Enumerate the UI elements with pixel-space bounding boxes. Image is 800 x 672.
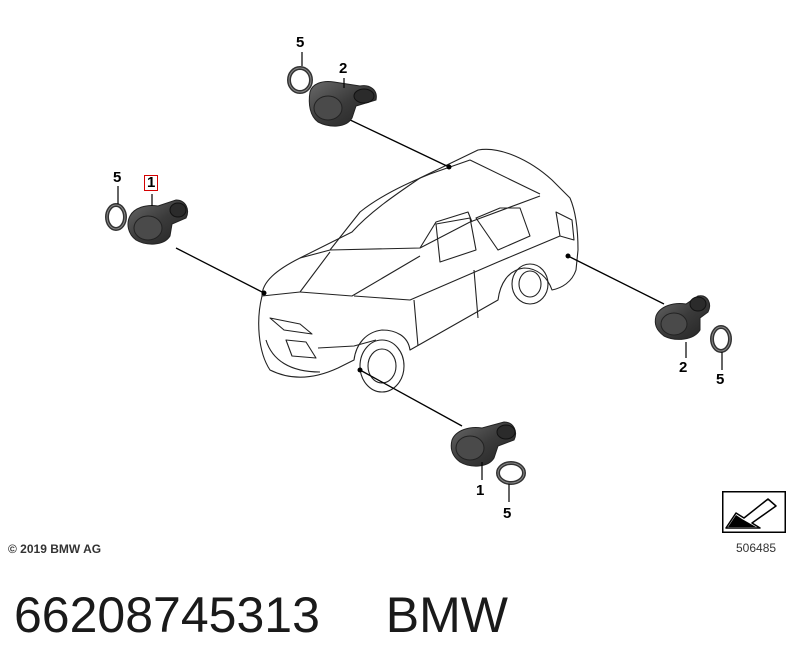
navigation-arrow-icon[interactable] [722, 491, 786, 533]
car-outline [258, 148, 579, 393]
callout-top-sensor: 2 [339, 60, 348, 77]
leader-lines [175, 117, 665, 427]
callout-bottom-ring: 5 [503, 505, 512, 522]
pdc-sensor-bottom [450, 421, 517, 467]
copyright-notice: © 2019 BMW AG [8, 542, 102, 556]
pdc-sensor-top [308, 81, 377, 127]
footer: 66208745313 BMW [14, 586, 508, 646]
parts-diagram [105, 52, 732, 502]
decoupling-ring-left [105, 203, 127, 231]
pdc-sensor-left [127, 199, 189, 245]
callout-top-ring: 5 [296, 34, 305, 51]
callout-ticks [117, 52, 723, 502]
drawing-number: 506485 [736, 541, 777, 555]
callout-bottom-sensor: 1 [476, 482, 485, 499]
brand-name: BMW [385, 587, 508, 643]
part-number: 66208745313 [14, 587, 320, 643]
decoupling-ring-right [710, 325, 732, 353]
callout-right-ring: 5 [716, 371, 725, 388]
callout-left-ring: 5 [113, 169, 122, 186]
leader-dots [261, 164, 571, 373]
callout-left-sensor[interactable]: 1 [144, 175, 159, 191]
pdc-sensor-right [654, 295, 711, 340]
callout-right-sensor: 2 [679, 359, 688, 376]
decoupling-ring-top [287, 66, 313, 94]
decoupling-ring-bottom [496, 461, 526, 485]
